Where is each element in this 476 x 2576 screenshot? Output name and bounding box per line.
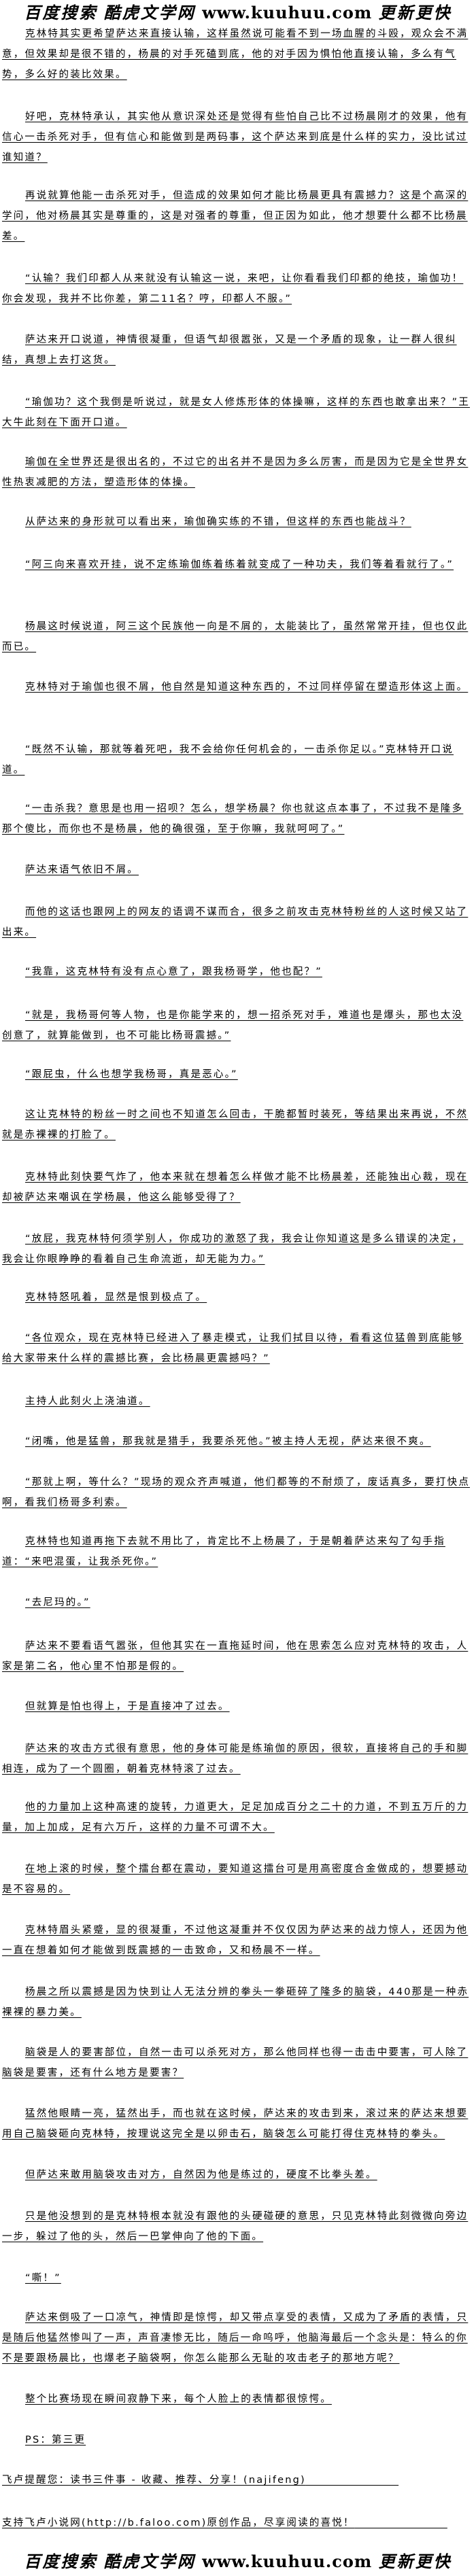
paragraph: 克林特眉头紧蹙，显的很凝重，不过他这凝重并不仅仅因为萨达来的战力惊人，还因为他一… bbox=[2, 1925, 469, 1956]
banner-slogan: 更新更快 bbox=[378, 3, 452, 22]
paragraph: 克林特此刻快要气炸了，他本来就在想着怎么样做才能不比杨晨差，还能独出心裁，现在却… bbox=[2, 1172, 469, 1203]
paragraph: 他的力量加上这种高速的旋转，力道更大，足足加成百分之二十的力道，不到五万斤的力量… bbox=[2, 1802, 469, 1833]
paragraph: 这让克林特的粉丝一时之间也不知道怎么回击，干脆都暂时装死，等结果出来再说，不然就… bbox=[2, 1109, 469, 1141]
paragraph: 但萨达来敢用脑袋攻击对方，自然因为他是练过的，硬度不比拳头差。 bbox=[25, 2170, 377, 2180]
paragraph: “认输？我们印都人从来就没有认输这一说，来吧，让你看看我们印都的绝技，瑜伽功！你… bbox=[2, 273, 464, 304]
paragraph: 杨晨这时候说道，阿三这个民族他一向是不屑的，太能装比了，虽然常常开挂，但也仅此而… bbox=[2, 621, 469, 652]
banner-slogan: 更新更快 bbox=[378, 2552, 452, 2571]
paragraph: “既然不认输，那就等着死吧，我不会给你任何机会的，一击杀你足以。”克林特开口说道… bbox=[2, 744, 454, 776]
paragraph: 克林特怒吼着，显然是恨到极点了。 bbox=[25, 1292, 207, 1303]
paragraph: 只是他没想到的是克林特根本就没有跟他的头硬碰硬的意思，只见克林特此刻微微向旁边一… bbox=[2, 2211, 469, 2242]
banner-search-text: 百度搜索 bbox=[24, 3, 98, 22]
paragraph: “瑜伽功？这个我倒是听说过，就是女人修炼形体的体操嘛，这样的东西也敢拿出来？”王… bbox=[2, 397, 471, 428]
paragraph: 但就算是怕也得上，于是直接冲了过去。 bbox=[25, 1701, 230, 1712]
footer-banner: 百度搜索 酷虎文学网 www.kuuhuu.com 更新更快 bbox=[0, 2550, 476, 2573]
paragraph: 萨达来语气依旧不屑。 bbox=[25, 865, 139, 875]
paragraph: 萨达来倒吸了一口凉气，神情即是惊愕，却又带点享受的表情，又成为了矛盾的表情，只是… bbox=[2, 2312, 469, 2364]
support-note: 支持飞卢小说网(http://b.faloo.com)原创作品，尽享阅读的喜悦！ bbox=[2, 2518, 355, 2528]
paragraph: 杨晨之所以震撼是因为快到让人无法分辨的拳头一拳砸碎了隆多的脑袋，440那是一种赤… bbox=[2, 1987, 469, 2018]
paragraph: 脑袋是人的要害部位，自然一击可以杀死对方，那么他同样也得一击击中要害，可人除了脑… bbox=[2, 2047, 469, 2078]
paragraph: 主持人此刻火上浇油道。 bbox=[25, 1396, 150, 1407]
banner-search-text: 百度搜索 bbox=[24, 2552, 98, 2571]
banner-site-name: 酷虎文学网 bbox=[103, 3, 196, 22]
paragraph: 而他的这话也跟网上的网友的语调不谋而合，很多之前攻击克林特粉丝的人这时候又站了出… bbox=[2, 907, 469, 938]
paragraph: “放屁，我克林特何须学别人，你成功的激怒了我，我会让你知道这是多么错误的决定，我… bbox=[2, 1234, 464, 1265]
paragraph: 萨达来的攻击方式很有意思，他的身体可能是练瑜伽的原因，很软，直接将自己的手和脚相… bbox=[2, 1743, 469, 1775]
paragraph: “闭嘴，他是猛兽，那我就是猎手，我要杀死他。”被主持人无视，萨达来很不爽。 bbox=[25, 1436, 431, 1447]
paragraph: 萨达来开口说道，神情很凝重，但语气却很嚣张，又是一个矛盾的现象，让一群人很纠结，… bbox=[2, 334, 457, 366]
banner-url: www.kuuhuu.com bbox=[202, 2552, 373, 2571]
paragraph: 再说就算他能一击杀死对手，但造成的效果如何才能比杨晨更具有震撼力？这是个高深的学… bbox=[2, 190, 469, 242]
paragraph: “嘶！” bbox=[25, 2273, 61, 2284]
header-banner: 百度搜索 酷虎文学网 www.kuuhuu.com 更新更快 bbox=[0, 1, 476, 24]
paragraph: “我靠，这克林特有没有点心意了，跟我杨哥学，他也配？” bbox=[25, 967, 322, 977]
paragraph: 克林特也知道再拖下去就不用比了，肯定比不上杨晨了，于是朝着萨达来勾了勾手指道：“… bbox=[2, 1536, 445, 1567]
paragraph: “跟屁虫，什么也想学我杨哥，真是恶心。” bbox=[25, 1069, 238, 1080]
reminder-note: 飞卢提醒您：读书三件事 - 收藏、推荐、分享！(najifeng) bbox=[2, 2475, 306, 2486]
banner-site-name: 酷虎文学网 bbox=[103, 2552, 196, 2571]
paragraph: “那就上啊，等什么？”现场的观众齐声喊道，他们都等的不耐烦了，废话真多，要打快点… bbox=[2, 1477, 471, 1508]
paragraph: 瑜伽在全世界还是很出名的，不过它的出名并不是因为多么厉害，而是因为它是全世界女性… bbox=[2, 457, 469, 488]
postscript: PS：第三更 bbox=[25, 2435, 86, 2446]
paragraph: 好吧，克林特承认，其实他从意识深处还是觉得有些怕自己比不过杨晨刚才的效果，他有信… bbox=[2, 111, 469, 163]
paragraph: “各位观众，现在克林特已经进入了暴走模式，让我们拭目以待，看看这位猛兽到底能够给… bbox=[2, 1333, 464, 1364]
paragraph: “去尼玛的。” bbox=[25, 1597, 90, 1608]
paragraph: 萨达来不要看语气嚣张，但他其实在一直拖延时间，他在思索怎么应对克林特的攻击，人家… bbox=[2, 1641, 469, 1672]
paragraph: 整个比赛场现在瞬间寂静下来，每个人脸上的表情都很惊愕。 bbox=[25, 2394, 332, 2405]
paragraph: 克林特对于瑜伽也很不屑，他自然是知道这种东西的，不过同样停留在塑造形体这上面。 bbox=[25, 682, 469, 693]
paragraph: 猛然他眼睛一亮，猛然出手，而也就在这时候，萨达来的攻击到来，滚过来的萨达来想要用… bbox=[2, 2108, 469, 2140]
paragraph: 从萨达来的身形就可以看出来，瑜伽确实练的不错，但这样的东西也能战斗？ bbox=[25, 517, 411, 527]
paragraph: “一击杀我？意思是也用一招呗？怎么，想学杨晨？你也就这点本事了，不过我不是隆多那… bbox=[2, 803, 464, 835]
paragraph: 克林特其实更希望萨达来直接认输，这样虽然说可能看不到一场血腥的斗殴，观众会不满意… bbox=[2, 29, 469, 80]
paragraph: “就是，我杨哥何等人物，也是你能学来的，想一招杀死对手，难道也是爆头，那也太没创… bbox=[2, 1010, 464, 1041]
paragraph: 在地上滚的时候，整个擂台都在震动，要知道这擂台可是用高密度合金做成的，想要撼动是… bbox=[2, 1864, 469, 1895]
paragraph: “阿三向来喜欢开挂，说不定练瑜伽练着练着就变成了一种功夫，我们等着看就行了。” bbox=[25, 559, 454, 570]
banner-url: www.kuuhuu.com bbox=[202, 3, 373, 22]
